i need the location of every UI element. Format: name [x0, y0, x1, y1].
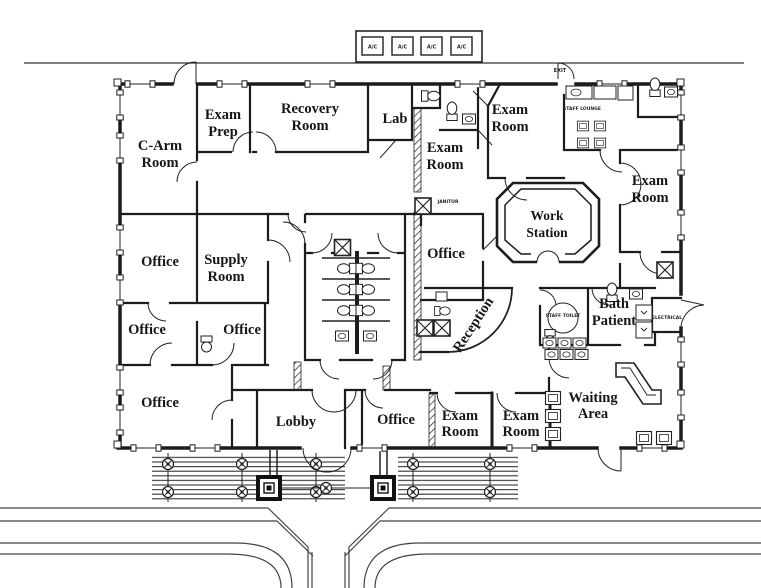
ac-unit-label: A/C: [457, 45, 467, 51]
trellis-left: [152, 453, 345, 502]
room-label-office-center: Office: [427, 246, 465, 262]
ac-unit-label: A/C: [398, 45, 408, 51]
room-label-work-station: Station: [526, 225, 568, 240]
room-label-office-mid: Office: [223, 322, 261, 338]
ac-unit-label: A/C: [427, 45, 437, 51]
room-label-work-station: Work: [530, 208, 563, 223]
room-label-recovery: Room: [291, 118, 328, 134]
room-label-bath-patient: Patient: [592, 313, 636, 329]
small-labels: EXIT STAFF LOUNGE JANITOR STAFF TOILET E…: [437, 68, 683, 321]
room-labels: C-Arm Room Exam Prep Recovery Room Lab E…: [128, 101, 668, 440]
ac-platform: A/C A/C A/C A/C: [355, 30, 483, 63]
room-label-c-arm: Room: [141, 155, 178, 171]
interior-walls: [118, 82, 683, 450]
staff-lounge-label: STAFF LOUNGE: [563, 106, 601, 112]
room-label-exam-mid: Exam: [427, 140, 463, 156]
room-label-exam-right: Exam: [632, 173, 668, 189]
room-label-bath-patient: Bath: [599, 296, 629, 312]
ac-unit-label: A/C: [368, 45, 378, 51]
room-label-exam-b1: Exam: [442, 408, 478, 424]
porch-column: [370, 475, 396, 501]
room-label-supply: Room: [207, 269, 244, 285]
room-label-exam-top: Room: [491, 119, 528, 135]
restroom-partitions: [322, 257, 390, 322]
electrical-label: ELECTRICAL: [652, 315, 682, 321]
exit-label: EXIT: [554, 68, 567, 74]
porch-column: [256, 475, 282, 501]
staff-lounge-fixtures: [565, 77, 678, 149]
room-label-exam-b1: Room: [441, 424, 478, 440]
staff-toilet-fixtures: [542, 302, 587, 349]
door-swings: [147, 61, 705, 473]
room-label-exam-prep: Prep: [208, 124, 238, 140]
room-label-c-arm: C-Arm: [138, 138, 182, 154]
room-label-waiting: Area: [578, 406, 609, 422]
site-walkways: [0, 507, 761, 588]
trellis-right: [398, 453, 518, 502]
reception-fixtures: [434, 291, 451, 316]
room-label-office-bl: Office: [141, 395, 179, 411]
room-label-exam-b2: Room: [502, 424, 539, 440]
room-label-exam-prep: Exam: [205, 107, 241, 123]
room-label-waiting: Waiting: [568, 390, 618, 406]
room-label-exam-mid: Room: [426, 157, 463, 173]
room-label-recovery: Recovery: [281, 101, 340, 117]
room-label-exam-b2: Exam: [503, 408, 539, 424]
room-label-lab: Lab: [383, 111, 408, 127]
bath-patient-fixtures: [606, 282, 653, 339]
room-label-exam-right: Room: [631, 190, 668, 206]
waiting-area-furniture: [544, 349, 673, 446]
room-label-exam-top: Exam: [492, 102, 528, 118]
room-label-office-bm: Office: [377, 412, 415, 428]
entry-porch: [256, 450, 396, 501]
office-mid-chair: [200, 335, 213, 353]
windows: [113, 78, 685, 452]
room-label-office-west: Office: [141, 254, 179, 270]
room-label-lobby: Lobby: [276, 414, 317, 430]
janitor-label: JANITOR: [437, 199, 459, 205]
staff-toilet-label: STAFF TOILET: [546, 313, 582, 319]
room-label-office-sw: Office: [128, 322, 166, 338]
work-station-counter: [495, 181, 601, 264]
hatched-walls: [293, 107, 436, 449]
room-label-supply: Supply: [204, 252, 248, 268]
